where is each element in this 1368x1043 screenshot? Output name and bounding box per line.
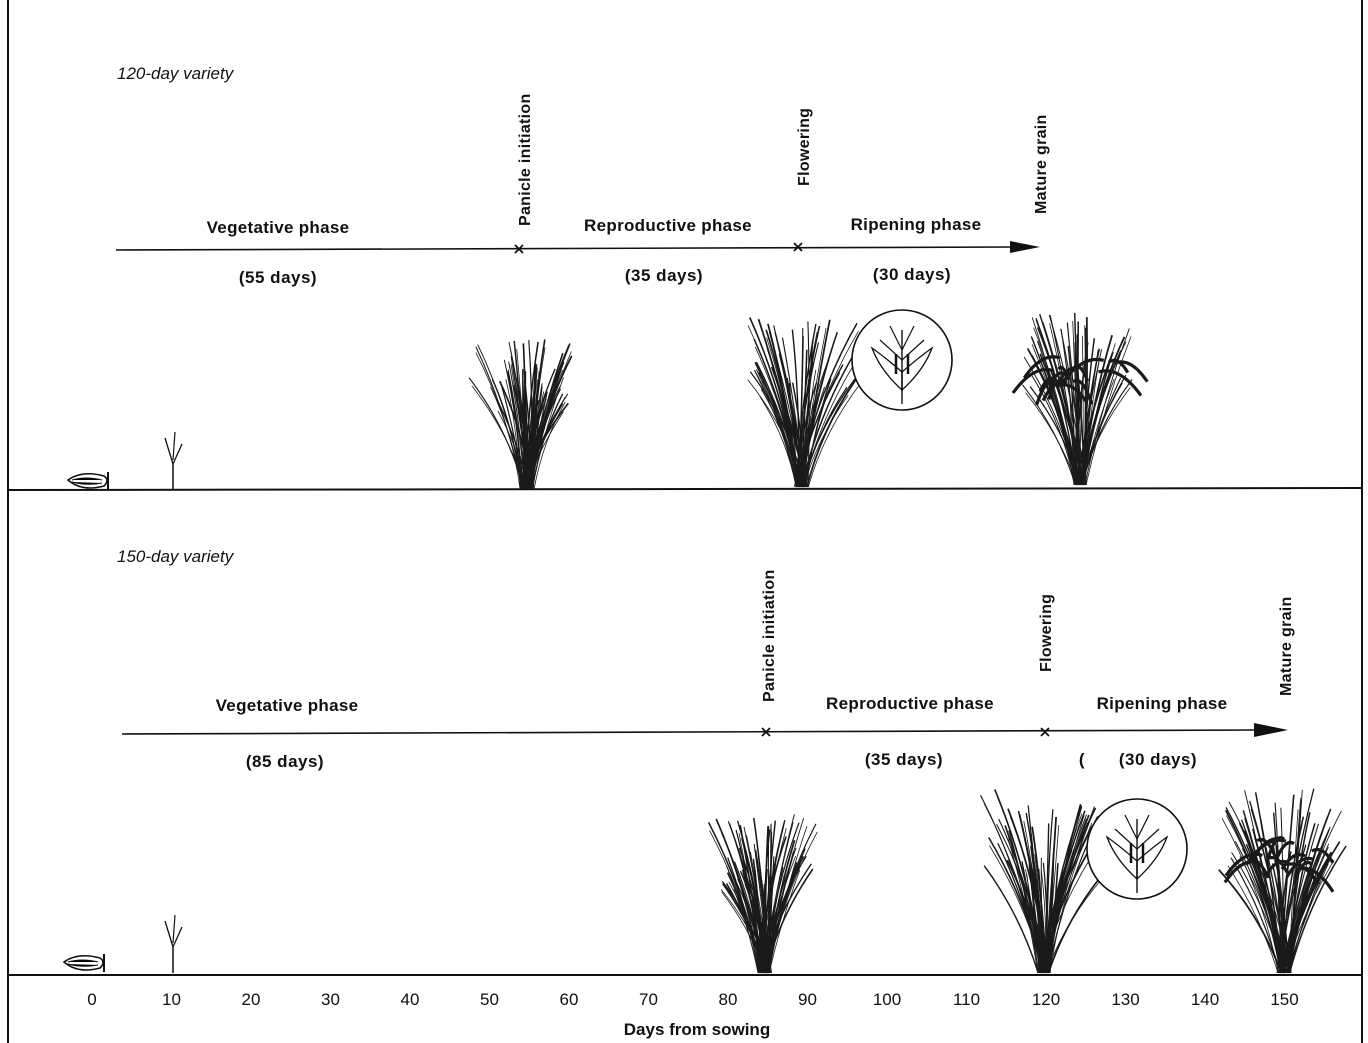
event-marker-panicle-initiation: Panicle initiation bbox=[514, 93, 534, 254]
event-label-mature-grain: Mature grain bbox=[1278, 596, 1295, 696]
x-tick-label: 130 bbox=[1111, 990, 1139, 1009]
seed-illustration bbox=[67, 471, 109, 491]
x-tick-label: 60 bbox=[560, 990, 579, 1009]
plant-flowering-illustration bbox=[979, 789, 1116, 974]
x-tick-label: 30 bbox=[321, 990, 340, 1009]
x-tick-label: 50 bbox=[480, 990, 499, 1009]
phase-duration-ripening: (30 days) bbox=[1119, 750, 1197, 769]
event-label-flowering: Flowering bbox=[796, 108, 813, 186]
x-tick-label: 100 bbox=[873, 990, 901, 1009]
event-marker-flowering: Flowering bbox=[793, 108, 813, 252]
panel-120-day: 120-day variety Vegetative phase (55 day… bbox=[67, 64, 1149, 491]
panel-title: 150-day variety bbox=[117, 547, 235, 566]
phase-label-reproductive: Reproductive phase bbox=[584, 216, 752, 235]
frame bbox=[7, 0, 1363, 1043]
plant-flowering-illustration bbox=[747, 317, 868, 488]
phase-duration-ripening: (30 days) bbox=[873, 265, 951, 284]
seedling-illustration bbox=[164, 431, 183, 491]
x-axis: Days from sowing 0 10 20 30 40 50 60 70 80 90 100 1… bbox=[87, 990, 1298, 1039]
x-tick-label: 140 bbox=[1191, 990, 1219, 1009]
event-marker-mature-grain: Mature grain bbox=[1278, 596, 1295, 696]
flower-inset-illustration bbox=[850, 308, 954, 412]
event-label-mature-grain: Mature grain bbox=[1033, 114, 1050, 214]
timeline-arrow bbox=[121, 723, 1288, 737]
x-tick-label: 80 bbox=[719, 990, 738, 1009]
phase-label-vegetative: Vegetative phase bbox=[207, 218, 350, 237]
phase-label-reproductive: Reproductive phase bbox=[826, 694, 994, 713]
event-label-flowering: Flowering bbox=[1038, 594, 1055, 672]
phase-label-ripening: Ripening phase bbox=[851, 215, 982, 234]
x-tick-label: 40 bbox=[401, 990, 420, 1009]
event-marker-flowering: Flowering bbox=[1038, 594, 1055, 737]
seedling-illustration bbox=[164, 914, 183, 974]
flower-inset-illustration bbox=[1085, 797, 1189, 901]
x-tick-label: 110 bbox=[953, 990, 980, 1009]
panel-title: 120-day variety bbox=[117, 64, 235, 83]
x-axis-title: Days from sowing bbox=[624, 1020, 770, 1039]
event-label-panicle-initiation: Panicle initiation bbox=[761, 569, 778, 702]
panel-150-day: 150-day variety Vegetative phase (85 day… bbox=[63, 547, 1347, 974]
x-tick-label: 10 bbox=[162, 990, 181, 1009]
plant-panicle-initiation-illustration bbox=[707, 814, 818, 974]
event-marker-panicle-initiation: Panicle initiation bbox=[761, 569, 778, 737]
plant-mature-grain-illustration bbox=[1011, 312, 1149, 486]
seed-illustration bbox=[63, 953, 105, 973]
x-tick-label: 90 bbox=[798, 990, 817, 1009]
phase-label-ripening: Ripening phase bbox=[1097, 694, 1228, 713]
x-tick-label: 0 bbox=[87, 990, 96, 1009]
x-tick-label: 70 bbox=[639, 990, 658, 1009]
stray-mark: ( bbox=[1079, 750, 1085, 769]
phase-duration-vegetative: (85 days) bbox=[246, 752, 324, 771]
event-marker-mature-grain: Mature grain bbox=[1033, 114, 1050, 214]
phase-duration-reproductive: (35 days) bbox=[625, 266, 703, 285]
x-tick-label: 120 bbox=[1032, 990, 1060, 1009]
x-tick-label: 150 bbox=[1270, 990, 1298, 1009]
phase-label-vegetative: Vegetative phase bbox=[216, 696, 359, 715]
plant-mature-grain-illustration bbox=[1218, 788, 1347, 974]
timeline-arrow bbox=[115, 241, 1040, 253]
plant-panicle-initiation-illustration bbox=[468, 339, 573, 490]
x-tick-label: 20 bbox=[242, 990, 261, 1009]
phase-duration-reproductive: (35 days) bbox=[865, 750, 943, 769]
phase-duration-vegetative: (55 days) bbox=[239, 268, 317, 287]
event-label-panicle-initiation: Panicle initiation bbox=[517, 93, 534, 226]
